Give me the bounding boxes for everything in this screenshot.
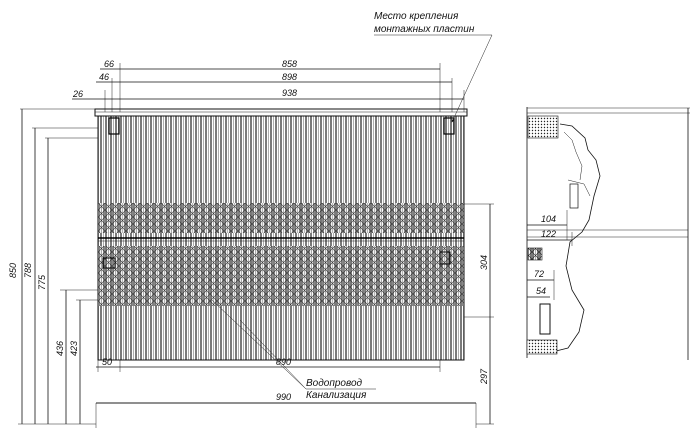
dim-side-72: 72 [534,269,544,279]
side-bottom-trap [539,303,551,335]
dim-right-297: 297 [479,368,489,385]
dim-left-423: 423 [69,341,79,356]
right-dimensions: 304 297 [464,203,494,425]
dim-left-775: 775 [37,274,47,290]
dim-top-858: 858 [282,59,297,69]
top-dimensions: 66 858 46 898 26 938 [72,59,465,112]
crosshatch-band-upper [98,203,464,233]
dim-left-436: 436 [55,341,65,356]
dim-top-938: 938 [282,88,297,98]
pipe-outlet-right [439,251,451,265]
note-mounting-plates-1: Место крепления [374,11,459,22]
crosshatch-band-lower [98,246,464,306]
dim-bottom-890: 890 [276,357,291,367]
dim-bottom-990: 990 [276,392,291,402]
dim-left-788: 788 [23,263,33,278]
front-view [94,108,476,404]
dim-top-46: 46 [99,72,109,82]
side-base [526,339,558,355]
dim-side-104: 104 [541,214,556,224]
note-sewage: Канализация [306,390,367,401]
side-mid-block [527,247,543,261]
dim-top-898: 898 [282,72,297,82]
dim-side-122: 122 [541,229,556,239]
dim-right-304: 304 [479,255,489,270]
side-upper-block [527,115,559,139]
side-view: 104 122 72 54 [526,107,690,360]
dim-top-66: 66 [104,59,114,69]
dim-left-850: 850 [8,263,18,278]
dim-side-54: 54 [536,286,546,296]
annotations: Место крепления монтажных пластин Водопр… [211,11,493,401]
note-water-supply: Водопровод [306,378,363,389]
side-siphon [551,123,601,353]
left-dimensions: 850 788 775 436 423 [8,108,98,425]
dim-bottom-50: 50 [102,357,112,367]
mounting-plate-left [108,117,120,135]
bottom-dimensions: 50 890 990 [95,357,477,428]
mounting-plate-right [443,117,455,135]
note-mounting-plates-2: монтажных пластин [374,24,475,35]
dim-top-26: 26 [72,89,83,99]
countertop [94,108,468,117]
pipe-outlet-left [102,257,116,269]
